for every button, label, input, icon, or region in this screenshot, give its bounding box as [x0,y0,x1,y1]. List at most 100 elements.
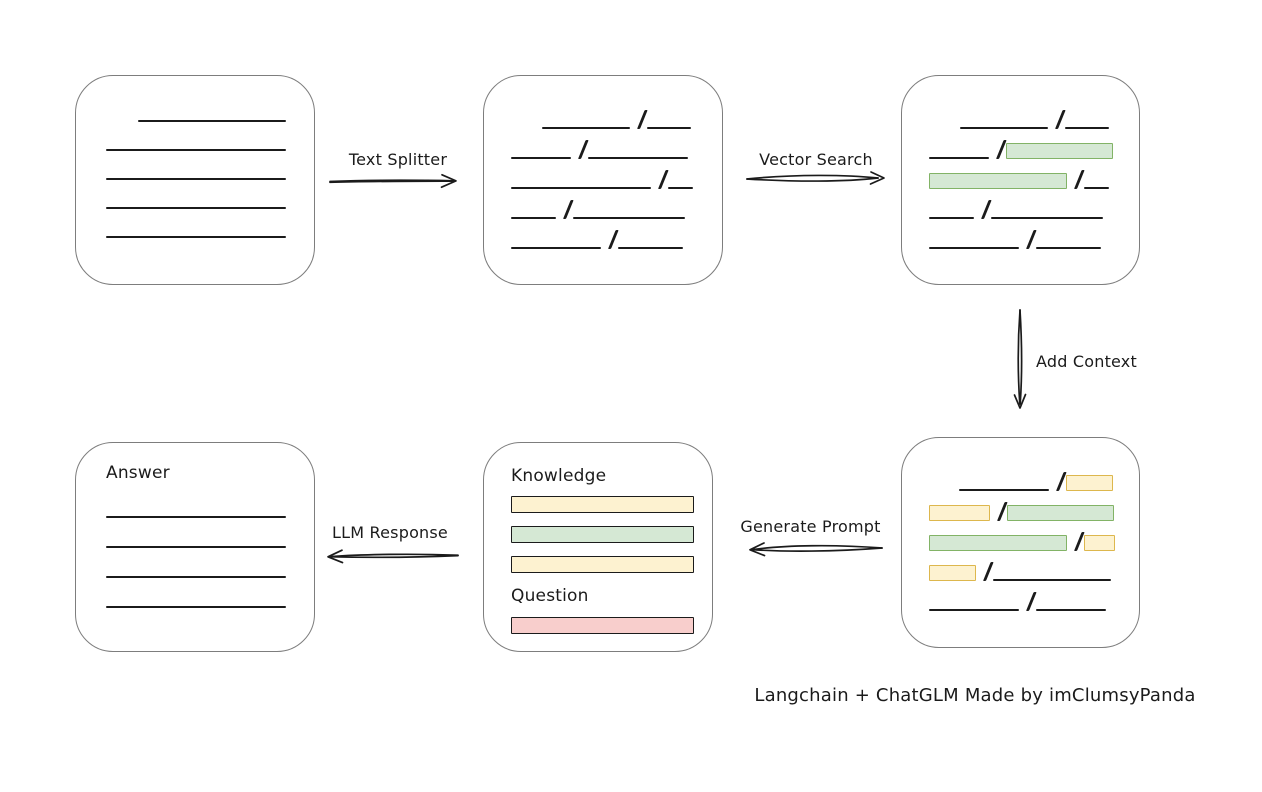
text-line [138,120,286,122]
document-text-lines [76,76,314,238]
chunk-row [511,129,722,159]
text-line [511,217,556,219]
slash-separator-icon [1074,532,1085,551]
chunk-row [929,551,1139,581]
chunk-row [106,548,314,578]
slash-separator-icon [983,562,994,581]
text-splitter-arrow-icon [329,173,457,189]
chunk-row [511,219,722,249]
text-line [646,127,691,129]
text-line [511,187,651,189]
slash-separator-icon [1074,170,1085,189]
chunk-row [106,488,314,518]
highlight-chunk-yellow [929,565,976,581]
text-line [929,247,1019,249]
split-chunks-node [483,75,723,285]
text-line [511,157,571,159]
chunk-row [106,93,314,122]
text-line [992,579,1111,581]
slash-separator-icon [658,170,669,189]
highlight-chunk-green [929,535,1067,551]
highlight-chunk-green [1006,505,1114,521]
text-line [106,546,286,548]
chunk-row [929,219,1139,249]
chunk-row [511,189,722,219]
chunk-row [929,189,1139,219]
chunk-row [511,159,722,189]
slash-separator-icon [637,110,648,129]
vector-search-label: Vector Search [759,150,873,169]
context-chunks-node [901,437,1140,648]
chunk-row [929,159,1139,189]
slash-separator-icon [981,200,992,219]
text-line [960,127,1048,129]
vector-search-result-node [901,75,1140,285]
answer-text-lines [106,488,314,608]
knowledge-bar-yellow [511,496,694,513]
text-line [990,217,1103,219]
highlight-chunk-yellow [1083,535,1115,551]
highlight-chunk-green [929,173,1067,189]
highlight-chunk-green [1005,143,1113,159]
question-label: Question [511,586,589,606]
text-line [106,178,286,180]
text-line [106,606,286,608]
add-context-arrow-icon [1013,309,1027,409]
matched-chunk-lines [902,76,1139,249]
prompt-node: Knowledge Question [483,442,713,652]
text-splitter-label: Text Splitter [348,150,448,169]
chunk-row [929,129,1139,159]
chunk-row [106,578,314,608]
text-line [929,609,1019,611]
text-line [1083,187,1109,189]
text-line [106,236,286,238]
chunk-row [929,461,1139,491]
text-line [106,516,286,518]
text-line [511,247,601,249]
chunk-row [106,518,314,548]
text-line [106,576,286,578]
slash-separator-icon [563,200,574,219]
text-line [959,489,1049,491]
chunk-row [106,122,314,151]
chunk-row [929,581,1139,611]
vector-search-arrow-icon [746,171,885,185]
text-line [667,187,693,189]
generate-prompt-label: Generate Prompt [740,517,881,536]
text-line [106,207,286,209]
knowledge-bar-yellow [511,556,694,573]
text-line [572,217,685,219]
text-line [542,127,630,129]
chunk-row [106,151,314,180]
knowledge-label: Knowledge [511,466,607,486]
slash-separator-icon [1026,230,1037,249]
llm-response-label: LLM Response [332,523,448,542]
add-context-label: Add Context [1036,352,1137,371]
slash-separator-icon [608,230,619,249]
text-line [1035,247,1101,249]
source-document-node [75,75,315,285]
knowledge-bars [511,496,712,573]
text-line [929,157,989,159]
text-line [1035,609,1106,611]
chunk-row [929,521,1139,551]
highlight-chunk-yellow [929,505,990,521]
question-bar [511,617,694,634]
slash-separator-icon [1056,472,1067,491]
chunk-row [929,99,1139,129]
chunk-row [106,180,314,209]
slash-separator-icon [996,140,1007,159]
answer-node: Answer [75,442,315,652]
chunk-row [511,99,722,129]
split-chunk-lines [484,76,722,249]
chunk-row [929,491,1139,521]
chunk-row [106,209,314,238]
generate-prompt-arrow-icon [749,542,883,557]
text-line [587,157,688,159]
text-line [1064,127,1109,129]
slash-separator-icon [1026,592,1037,611]
context-chunk-lines [902,438,1139,611]
text-line [106,149,286,151]
answer-label: Answer [106,463,170,483]
